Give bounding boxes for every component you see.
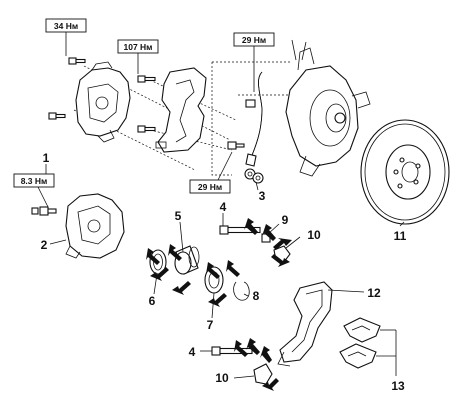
- grease-arrow: [234, 340, 248, 357]
- pad-support-plate-lower: [339, 343, 377, 369]
- caliper-bolt-lower: [48, 112, 66, 120]
- svg-text:107 Нм: 107 Нм: [124, 42, 153, 52]
- grease-arrow: [244, 218, 258, 235]
- callout-leaders: [45, 164, 405, 379]
- grease-arrow: [172, 281, 191, 295]
- callout-3: 3: [259, 189, 266, 203]
- grease-arrows: [146, 218, 292, 391]
- bleeder-screw: [31, 206, 57, 216]
- torque-label-hose-bracket: 29 Нм: [233, 32, 275, 92]
- callout-numbers: 1 2 3 4 5 6 7 8 9 10 11 12 13 4 10: [41, 151, 407, 393]
- caliper-bracket-lower: [277, 281, 333, 367]
- svg-text:8.3 Нм: 8.3 Нм: [21, 176, 48, 186]
- torque-label-hose-union: 29 Нм: [189, 151, 233, 194]
- callout-9: 9: [282, 213, 289, 227]
- torque-label-bleeder: 8.3 Нм: [13, 173, 55, 208]
- callout-4-lower: 4: [189, 345, 196, 359]
- caliper-bolt-upper: [68, 57, 86, 65]
- callout-10-upper: 10: [307, 228, 321, 242]
- grease-arrow: [271, 254, 290, 267]
- svg-text:34 Нм: 34 Нм: [54, 21, 78, 31]
- slide-pin-boot-lower: [253, 363, 273, 385]
- callout-13: 13: [391, 379, 405, 393]
- hose-union-bolt: [227, 141, 245, 150]
- pad-support-plate-upper: [343, 317, 381, 343]
- caliper-upper: [75, 61, 131, 143]
- callout-10-lower: 10: [215, 371, 229, 385]
- brake-hose: [245, 71, 263, 167]
- callout-7: 7: [207, 318, 214, 332]
- grease-arrow: [168, 244, 182, 261]
- grease-arrow: [262, 224, 276, 241]
- callout-8: 8: [253, 289, 260, 303]
- hose-gasket: [244, 168, 264, 184]
- callout-12: 12: [367, 286, 381, 300]
- svg-text:29 Нм: 29 Нм: [198, 182, 222, 192]
- grease-arrow: [260, 346, 272, 363]
- grease-arrow: [226, 260, 240, 277]
- boot-set-ring: [233, 281, 250, 301]
- grease-arrow: [262, 378, 279, 391]
- caliper-lower: [65, 193, 125, 259]
- torque-label-caliper-bolt: 34 Нм: [45, 18, 87, 56]
- callout-11: 11: [394, 229, 407, 243]
- torque-label-carrier-bolt: 107 Нм: [117, 39, 159, 74]
- callout-5: 5: [175, 209, 182, 223]
- svg-text:29 Нм: 29 Нм: [242, 35, 266, 45]
- callout-4-upper: 4: [220, 200, 227, 214]
- assembly-guides: [73, 61, 290, 176]
- caliper-carrier-upper: [155, 67, 207, 153]
- steering-knuckle: [285, 39, 371, 177]
- grease-arrow: [150, 267, 169, 281]
- grease-arrow: [146, 248, 160, 265]
- carrier-bolt-lower: [137, 125, 156, 133]
- grease-arrow: [273, 238, 292, 250]
- brake-disc: [360, 119, 450, 225]
- grease-arrow: [206, 262, 220, 279]
- carrier-bolt-upper: [137, 75, 156, 83]
- grease-arrow: [246, 338, 260, 355]
- callout-1: 1: [43, 151, 50, 165]
- callout-6: 6: [149, 294, 156, 308]
- grease-arrow: [208, 293, 227, 307]
- callout-2: 2: [41, 238, 48, 252]
